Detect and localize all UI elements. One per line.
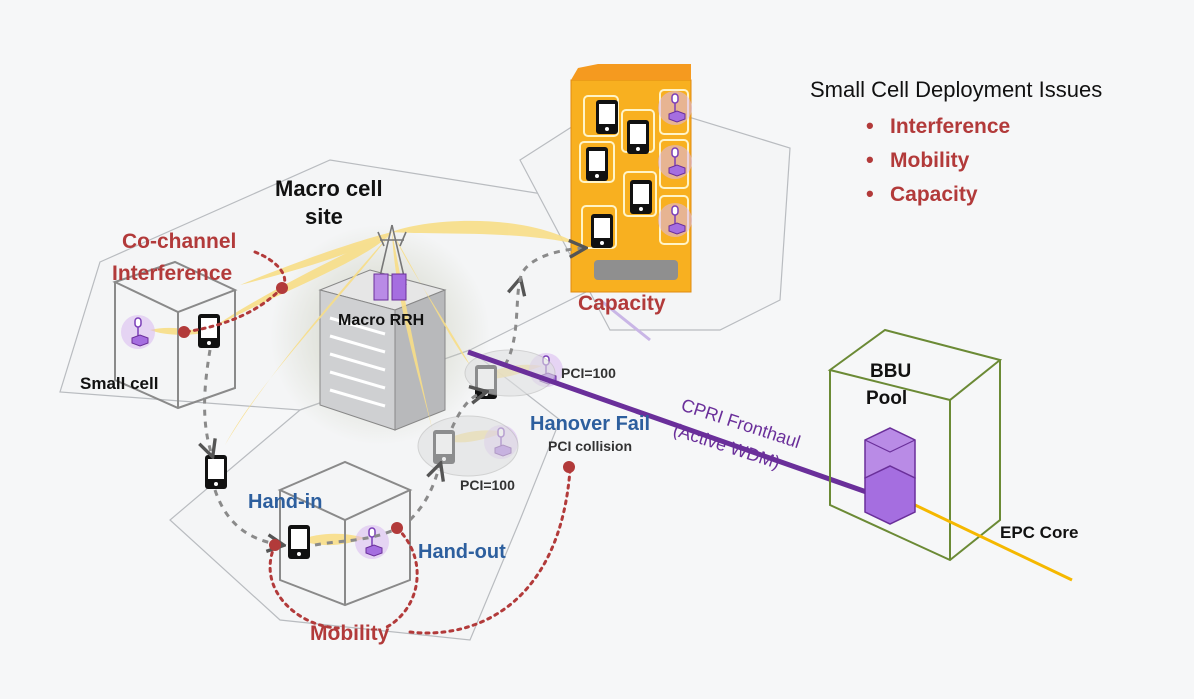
issue-bullet: •	[866, 181, 874, 206]
handover-fail-label: Hanover Fail	[530, 413, 650, 435]
bbu-stack-icon	[864, 427, 916, 525]
issue-bullet: •	[866, 147, 874, 172]
hand-in-label: Hand-in	[248, 491, 322, 513]
issue-bullet: •	[866, 113, 874, 138]
small-cell-box-top	[112, 260, 238, 410]
capacity-label: Capacity	[578, 292, 666, 315]
pci-label-bottom: PCI=100	[460, 477, 515, 493]
epc-core-label: EPC Core	[1000, 523, 1078, 542]
ue-movement-paths	[205, 248, 584, 545]
issue-item-mobility: Mobility	[890, 149, 970, 172]
macro-rrh-icon	[373, 273, 407, 301]
bbu-pool-box	[827, 328, 1003, 562]
mobility-label: Mobility	[310, 622, 390, 645]
macro-cell-site-label: Macro cell	[275, 176, 383, 201]
co-channel-label: Co-channel	[122, 230, 236, 253]
callout-dots	[178, 282, 575, 551]
macro-cell-site-label-2: site	[305, 204, 343, 229]
small-cell-label: Small cell	[80, 374, 158, 393]
building-fronthaul-line	[599, 298, 651, 342]
issue-item-capacity: Capacity	[890, 183, 978, 206]
pci-ellipse-bottom	[417, 415, 519, 477]
hand-out-label: Hand-out	[418, 541, 506, 563]
epc-core-line	[914, 503, 1073, 582]
issues-title: Small Cell Deployment Issues	[810, 77, 1102, 102]
interference-label: Interference	[112, 262, 232, 285]
bbu-label: BBU	[870, 361, 911, 382]
issue-item-interference: Interference	[890, 115, 1010, 138]
pci-label-top: PCI=100	[561, 365, 616, 381]
pool-label: Pool	[866, 388, 907, 409]
pci-collision-label: PCI collision	[548, 438, 632, 454]
macro-rrh-label: Macro RRH	[338, 312, 424, 329]
issues-list: • Interference • Mobility • Capacity	[866, 113, 1010, 206]
cpri-fronthaul-line	[467, 349, 876, 498]
